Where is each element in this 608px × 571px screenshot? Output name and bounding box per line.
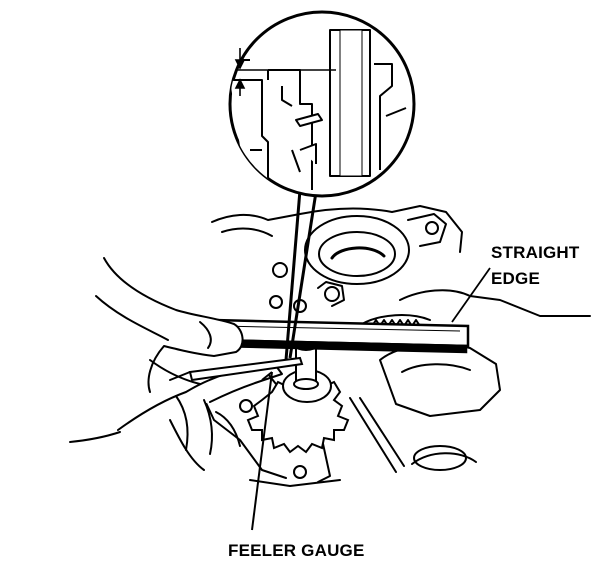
straight-edge-bar xyxy=(212,318,470,354)
feeler-gauge-blade xyxy=(188,356,304,382)
feeler-gauge-label: FEELER GAUGE xyxy=(228,541,365,560)
clearance-indicator xyxy=(234,48,246,96)
hands xyxy=(69,257,283,455)
straight-edge-label-line1: STRAIGHT xyxy=(491,243,580,262)
engine-casting xyxy=(169,205,591,487)
leader-lines xyxy=(251,189,491,531)
straight-edge-label: STRAIGHT EDGE xyxy=(491,240,579,292)
straight-edge-label-line2: EDGE xyxy=(491,269,540,288)
magnified-detail xyxy=(228,10,416,198)
